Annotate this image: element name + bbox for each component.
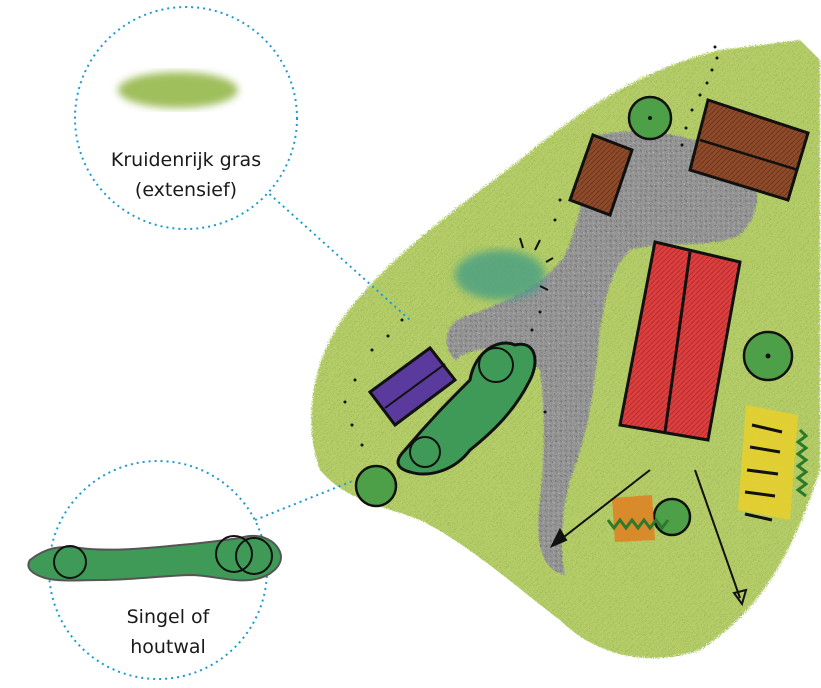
tree-left (356, 466, 396, 506)
callout-gras-label: Kruidenrijk gras (extensief) (80, 145, 292, 205)
grass-swatch (118, 72, 238, 108)
callout-gras-line2: (extensief) (80, 175, 292, 205)
callout-singel-line1: Singel of (78, 602, 258, 632)
tree-right (744, 332, 792, 380)
callout-singel-label: Singel of houtwal (78, 602, 258, 662)
tree-top-left (629, 97, 671, 139)
tree-bottom (654, 499, 690, 535)
callout-gras-line1: Kruidenrijk gras (80, 145, 292, 175)
callout-singel-line2: houtwal (78, 632, 258, 662)
